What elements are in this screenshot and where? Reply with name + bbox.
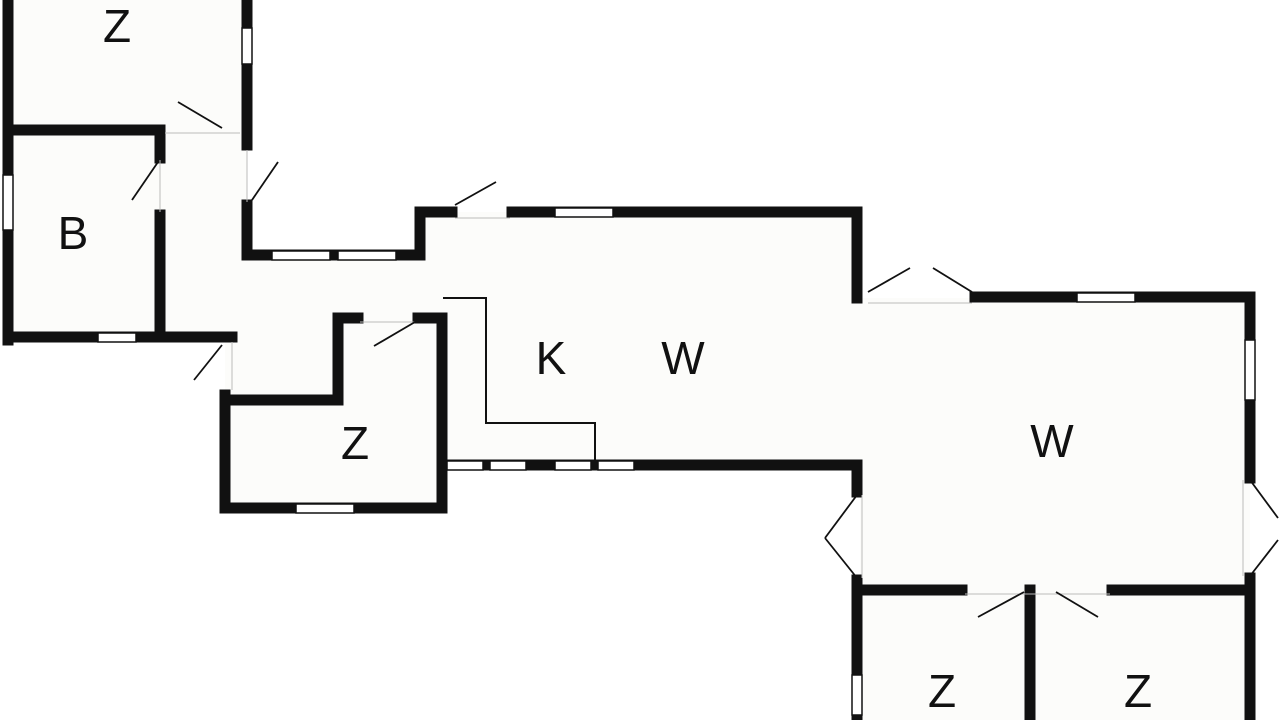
room-label-living-1: W [661, 332, 705, 384]
room-label-bedroom-bottom-right: Z [1124, 665, 1152, 717]
room-label-living-2: W [1030, 415, 1074, 467]
doors [131, 101, 1279, 618]
room-label-bathroom: B [58, 207, 89, 259]
room-label-bedroom-bottom-left: Z [928, 665, 956, 717]
room-label-bedroom-center: Z [341, 417, 369, 469]
room-labels: Z B Z K W W Z Z [58, 0, 1152, 717]
floor-areas [14, 0, 1250, 720]
room-label-kitchen: K [536, 332, 567, 384]
kitchen-counter [443, 297, 596, 463]
windows [2, 27, 1256, 716]
room-label-bedroom-top-left: Z [103, 0, 131, 52]
